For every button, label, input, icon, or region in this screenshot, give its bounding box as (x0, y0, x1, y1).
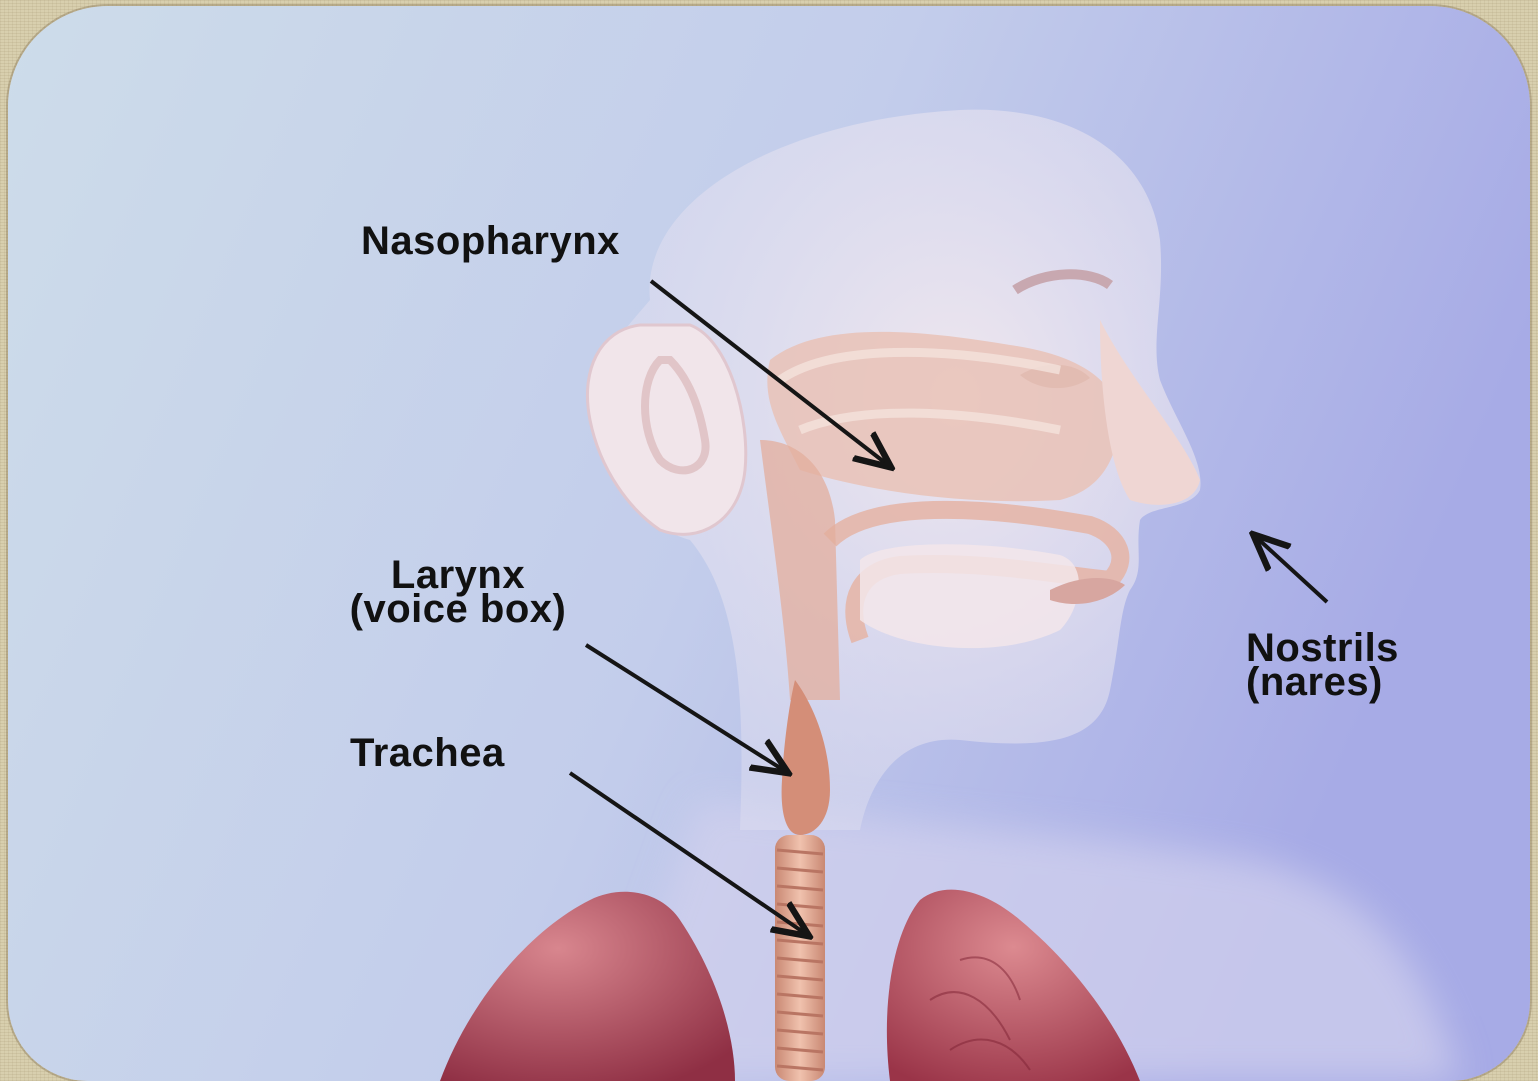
label-nostrils: Nostrils (nares) (1246, 631, 1399, 699)
label-nasopharynx: Nasopharynx (361, 224, 620, 258)
label-nostrils-line2: (nares) (1246, 665, 1399, 699)
label-larynx: Larynx (voice box) (338, 558, 578, 626)
tongue-region (860, 544, 1079, 648)
illustration-frame: Nasopharynx Larynx (voice box) Trachea N… (8, 6, 1530, 1081)
label-larynx-line2: (voice box) (338, 592, 578, 626)
anatomy-illustration (8, 6, 1530, 1081)
label-trachea: Trachea (350, 736, 505, 770)
